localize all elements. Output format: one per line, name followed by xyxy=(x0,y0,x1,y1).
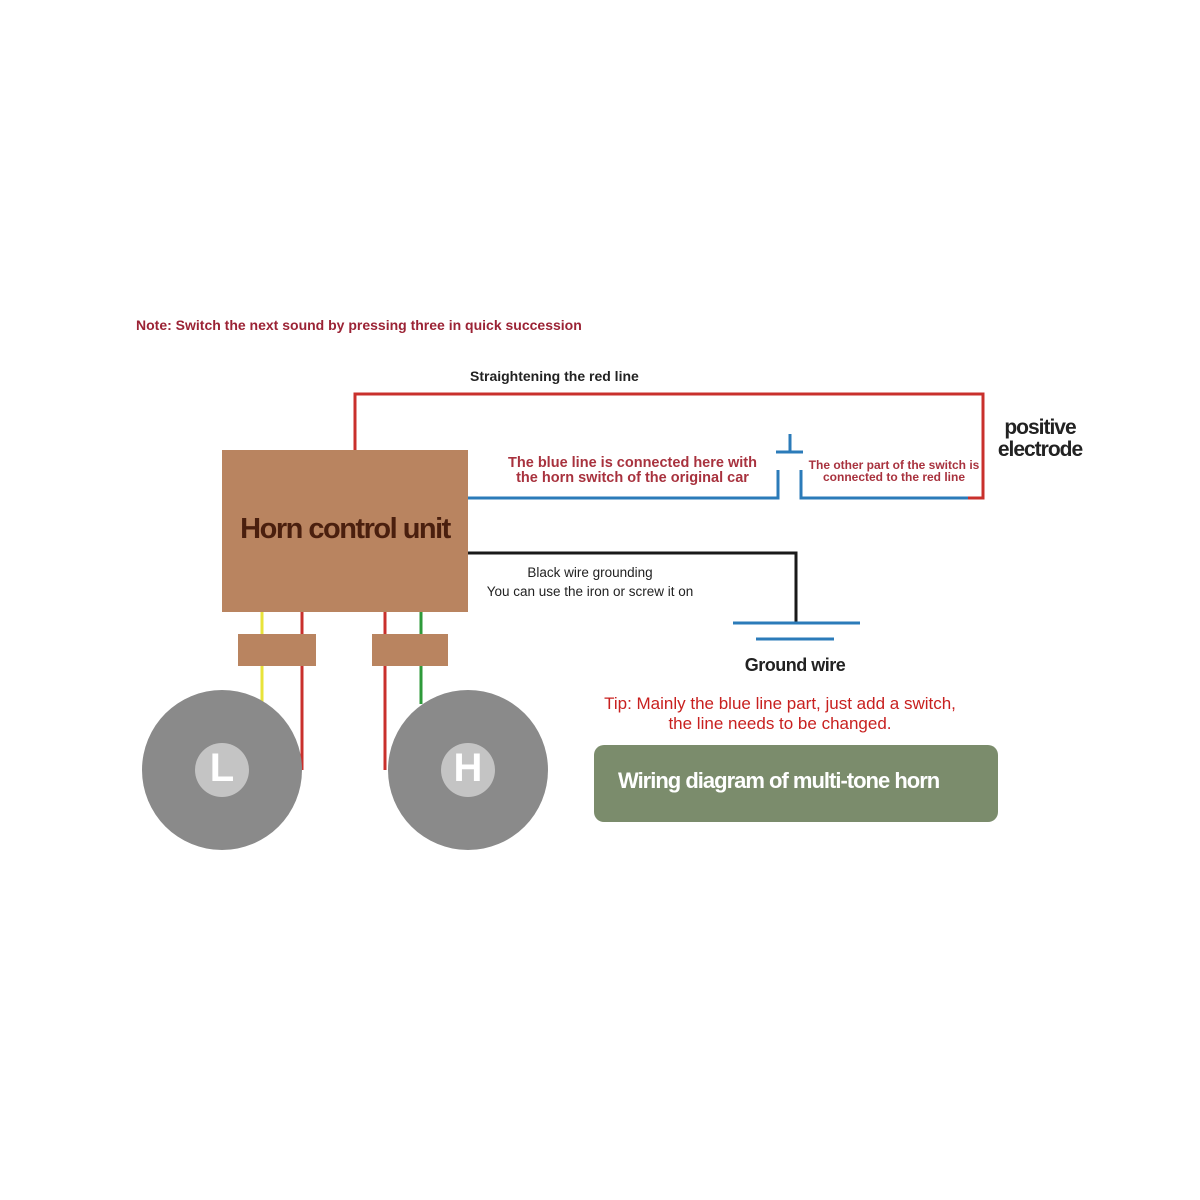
low-horn-letter: L xyxy=(209,746,235,790)
black-wire-note-line-1: Black wire grounding xyxy=(527,565,653,580)
note-text: Note: Switch the next sound by pressing … xyxy=(136,317,582,333)
blue-line-note-line-2: the horn switch of the original car xyxy=(516,470,749,487)
switch-other-note-line-2: connected to the red line xyxy=(822,470,966,484)
positive-label-line-1: positive xyxy=(1004,416,1076,439)
horn-control-unit xyxy=(222,450,468,612)
blue-line-note-line-1: The blue line is connected here with xyxy=(508,455,757,471)
ground-symbol-icon xyxy=(733,621,860,641)
switch-other-note-line-1: The other part of the switch is xyxy=(808,458,980,472)
positive-electrode-label: positive electrode xyxy=(990,416,1090,462)
black-wire xyxy=(468,551,798,622)
title-banner xyxy=(594,745,998,822)
high-horn-letter: H xyxy=(453,746,483,790)
low-horn-center xyxy=(195,743,249,797)
blue-line-note: The blue line is connected here with the… xyxy=(490,455,775,487)
black-wire-note: Black wire grounding You can use the iro… xyxy=(486,564,694,602)
banner-title: Wiring diagram of multi-tone horn xyxy=(618,768,940,793)
connector-high xyxy=(372,634,448,666)
switch-other-note: The other part of the switch is connecte… xyxy=(804,459,984,483)
black-wire-note-line-2: You can use the iron or screw it on xyxy=(486,583,694,599)
blue-wire-right xyxy=(799,470,968,500)
control-unit-label: Horn control unit xyxy=(240,513,451,545)
ground-wire-label: Ground wire xyxy=(744,655,846,675)
tip-line-1: Tip: Mainly the blue line part, just add… xyxy=(604,694,956,713)
positive-label-line-2: electrode xyxy=(997,438,1083,462)
tip-text: Tip: Mainly the blue line part, just add… xyxy=(580,694,980,735)
tip-line-2: the line needs to be changed. xyxy=(668,714,892,734)
high-horn-center xyxy=(441,743,495,797)
red-line-label: Straightening the red line xyxy=(470,368,639,384)
switch-icon xyxy=(776,434,803,454)
red-wire xyxy=(353,392,985,500)
blue-wire-left xyxy=(468,470,780,500)
connector-low xyxy=(238,634,316,666)
